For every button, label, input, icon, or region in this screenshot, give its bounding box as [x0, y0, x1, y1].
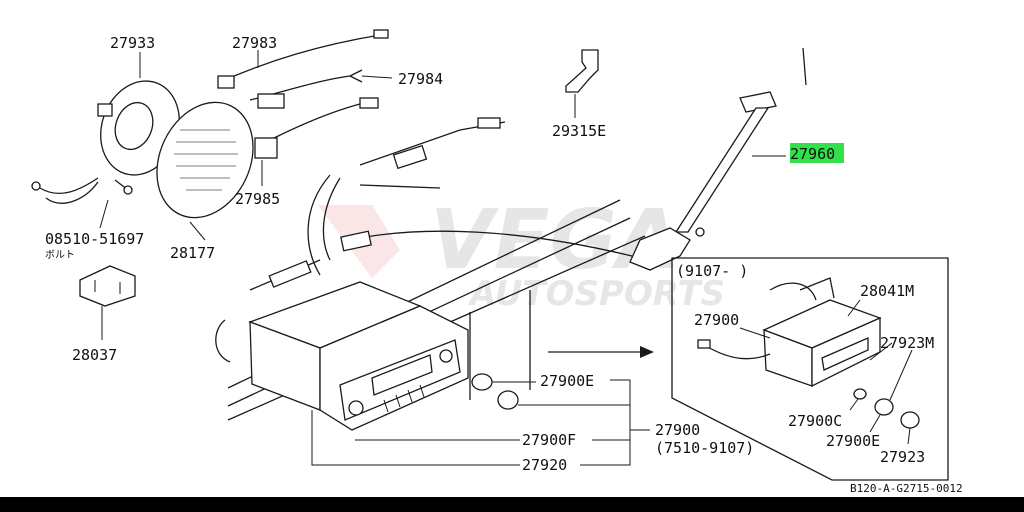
- leader-bracket-right: [580, 379, 631, 466]
- speaker-grille: [156, 101, 254, 219]
- label-bracket-small: 28037: [72, 346, 117, 364]
- label-speaker-screw-note: ボルト: [45, 249, 75, 261]
- leader-27920: [311, 410, 520, 466]
- speaker-screw-head: [123, 185, 133, 195]
- bottom-bar: [0, 497, 1024, 512]
- radio-knob-right: [439, 349, 453, 363]
- knob-27900E-parts: [471, 373, 630, 410]
- dash-vertical: [469, 290, 531, 400]
- label-speaker: 27933: [110, 34, 155, 52]
- antenna-cable-group: [249, 117, 641, 291]
- leader-27923M: [869, 342, 893, 361]
- antenna-base: [629, 227, 691, 271]
- inset-harness-2: [799, 277, 835, 299]
- radio-knob-left: [348, 400, 364, 416]
- highlight-antenna: [790, 143, 844, 163]
- label-inset-radio: 27900: [694, 311, 739, 329]
- radio-unit: [248, 281, 469, 431]
- speaker-terminal: [97, 103, 113, 117]
- leader-08510: [99, 199, 109, 229]
- label-inset-nut-m: 27923M: [880, 334, 934, 352]
- label-inset-knob-e: 27900E: [826, 432, 880, 450]
- inset-knobs: [849, 342, 920, 445]
- antenna-tip: [802, 47, 807, 86]
- radio-leaders: [311, 379, 650, 466]
- label-antenna[interactable]: 27960: [790, 145, 835, 163]
- watermark-line2: AUTOSPORTS: [467, 274, 725, 314]
- harness-mid-terminal: [349, 69, 363, 83]
- antenna: [629, 47, 807, 271]
- cable-loop-1: [307, 174, 331, 276]
- antenna-nut: [695, 227, 705, 237]
- cable-loop-2: [322, 177, 341, 261]
- speaker-cone: [114, 101, 154, 151]
- harness-group: [217, 29, 393, 186]
- label-radio-knob-e: 27900E: [540, 372, 594, 390]
- label-radio-panel: 27920: [522, 456, 567, 474]
- leader-27984: [361, 75, 393, 79]
- inset-harness: [769, 282, 817, 301]
- harness-top-connector: [217, 75, 235, 89]
- inset-border: [671, 257, 949, 481]
- label-antenna-bracket: 29315E: [552, 122, 606, 140]
- harness-lower-wire: [269, 103, 361, 141]
- inset-knob: [900, 411, 920, 429]
- radio-dial: [371, 354, 433, 396]
- antenna-collar: [739, 91, 777, 113]
- adapter-plug: [477, 117, 501, 129]
- grille-holes: [174, 129, 238, 191]
- harness-top-plug: [373, 29, 389, 39]
- leader-inset-27900E: [869, 414, 881, 433]
- leader-28041M: [847, 299, 861, 317]
- footer-code: B120-A-G2715-0012: [850, 482, 963, 495]
- antenna-lead-plug: [340, 230, 372, 252]
- inset-antenna-wire: [705, 345, 771, 360]
- antenna-extension-plug: [268, 260, 312, 288]
- harness-lower-plug: [359, 97, 379, 109]
- label-harness-lower: 27985: [235, 190, 280, 208]
- leader-27900C: [849, 398, 859, 411]
- dash-curve: [215, 319, 231, 363]
- label-radio-assembly: 27900: [655, 421, 700, 439]
- inset-box: [671, 257, 949, 481]
- speaker-wire-2: [45, 181, 99, 204]
- label-speaker-grille: 28177: [170, 244, 215, 262]
- label-harness-mid: 27984: [398, 70, 443, 88]
- radio-preset-buttons: [383, 384, 425, 413]
- label-speaker-screw: 08510-51697: [45, 230, 144, 248]
- knob-e-nut: [471, 373, 493, 391]
- inset-knob-e: [874, 398, 894, 416]
- leader-inset-27900: [739, 327, 771, 339]
- label-inset-period: (9107- ): [676, 262, 748, 280]
- antenna-lead: [349, 230, 641, 259]
- leader-28177: [189, 221, 206, 241]
- knob-e: [497, 390, 519, 410]
- speaker-wire: [39, 177, 99, 195]
- label-harness-top: 27983: [232, 34, 277, 52]
- speaker-group: [31, 52, 254, 241]
- label-inset-harness: 28041M: [860, 282, 914, 300]
- bracket-small: [79, 265, 136, 340]
- leader-27923: [907, 427, 911, 445]
- harness-mid-connector: [257, 93, 285, 109]
- inset-antenna-plug: [697, 339, 711, 349]
- label-inset-washer: 27900C: [788, 412, 842, 430]
- label-inset-knob: 27923: [880, 448, 925, 466]
- adapter-body: [392, 144, 428, 170]
- inset-arrow: [548, 346, 654, 358]
- antenna-bracket: [565, 49, 599, 118]
- leader-27923M-b: [889, 349, 913, 401]
- label-radio-assembly-range: (7510-9107): [655, 439, 754, 457]
- adapter-wire-2: [359, 184, 441, 189]
- inset-radio: [697, 277, 882, 388]
- speaker-wire-terminal: [31, 181, 41, 191]
- inset-washer: [853, 388, 867, 400]
- inset-radio-dial: [821, 337, 869, 371]
- harness-lower-connector: [254, 137, 278, 159]
- antenna-mast: [674, 107, 770, 233]
- harness-top-wire: [219, 34, 381, 83]
- label-radio-knob-f: 27900F: [522, 431, 576, 449]
